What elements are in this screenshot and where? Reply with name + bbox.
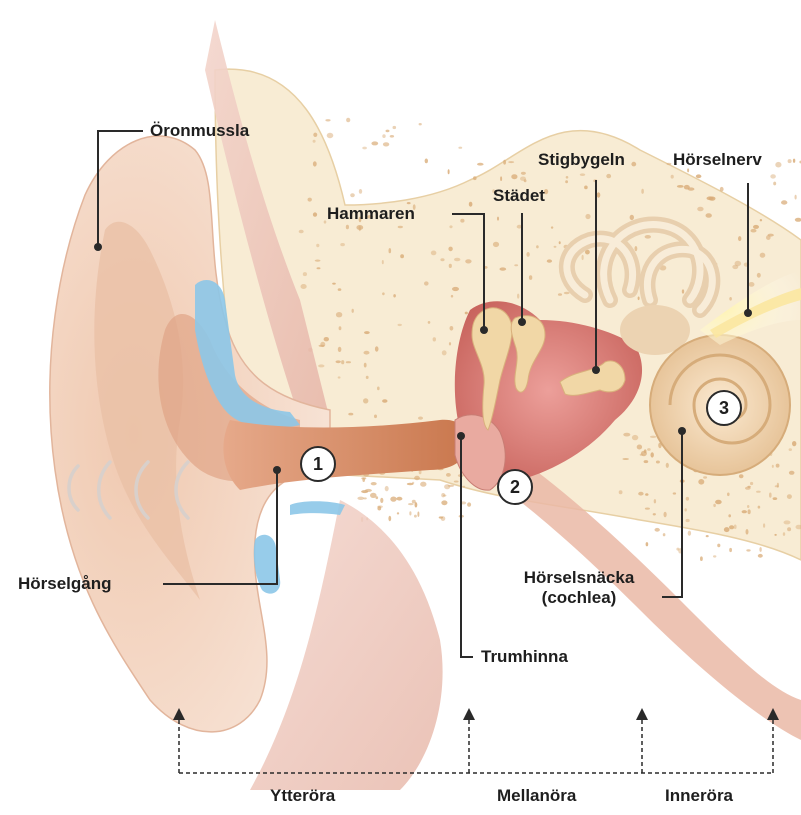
- label-cochlea-line2: (cochlea): [503, 588, 655, 608]
- section-ytteroera: Ytteröra: [270, 786, 335, 806]
- badge-1: 1: [300, 446, 336, 482]
- label-oronmussla: Öronmussla: [150, 121, 249, 141]
- lower-muscle: [250, 500, 443, 790]
- badge-3: 3: [706, 390, 742, 426]
- label-stigbygeln: Stigbygeln: [538, 150, 625, 170]
- cartilage-lower-2: [290, 501, 345, 515]
- badge-2: 2: [497, 469, 533, 505]
- label-stadet: Städet: [493, 186, 545, 206]
- label-trumhinna: Trumhinna: [481, 647, 568, 667]
- section-inneroera: Inneröra: [665, 786, 733, 806]
- section-mellanoera: Mellanöra: [497, 786, 576, 806]
- section-arrowheads: [173, 708, 779, 720]
- label-horselsnacka: Hörselsnäcka (cochlea): [503, 568, 655, 608]
- label-hammaren: Hammaren: [327, 204, 415, 224]
- label-horselgang: Hörselgång: [18, 574, 112, 594]
- label-horselnerv: Hörselnerv: [673, 150, 762, 170]
- label-horselsnacka-line1: Hörselsnäcka: [503, 568, 655, 588]
